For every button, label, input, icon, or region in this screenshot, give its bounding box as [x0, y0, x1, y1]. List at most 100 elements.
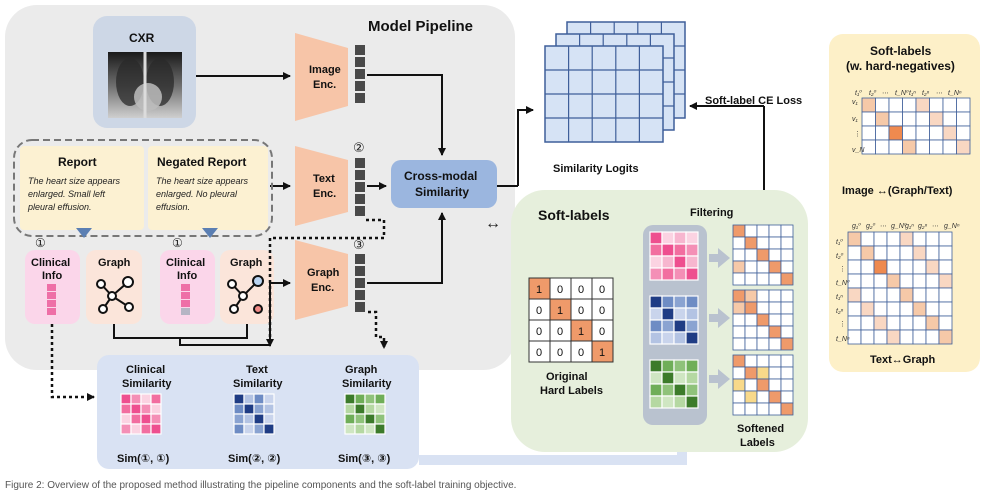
right-bottom-cell — [899, 329, 914, 345]
hard-label-value: 0 — [578, 347, 584, 359]
filter-cell — [673, 371, 687, 385]
filter-cell — [685, 267, 699, 281]
filter-cell — [661, 267, 675, 281]
softened-cell — [768, 354, 782, 368]
right-top-cell — [861, 125, 876, 141]
softened-cell — [780, 301, 794, 315]
right-top-cell — [915, 97, 930, 113]
clinical-sim-cell — [130, 423, 142, 435]
right-top-cell — [942, 125, 957, 141]
softened-cell — [780, 248, 794, 262]
svg-text:v₁: v₁ — [852, 116, 859, 123]
svg-text:t₂⁰: t₂⁰ — [869, 89, 877, 97]
hard-label-value: 1 — [578, 326, 584, 338]
hard-label-value: 0 — [557, 284, 563, 296]
right-top-cell — [956, 111, 971, 127]
text-sim-cell — [253, 403, 265, 415]
right-bottom-cell — [912, 273, 927, 289]
svg-text:Similarity: Similarity — [122, 378, 172, 390]
softened-cell — [732, 301, 746, 315]
svg-text:Info: Info — [42, 270, 62, 282]
report-down-arrows — [76, 228, 218, 238]
right-bottom-cell — [912, 287, 927, 303]
svg-text:Sim(①, ①): Sim(①, ①) — [117, 453, 170, 465]
right-bottom-cell — [925, 259, 940, 275]
filter-cell — [673, 243, 687, 257]
right-bottom-cell — [912, 245, 927, 261]
right-bottom-cell — [847, 287, 862, 303]
text-sim-cell — [253, 393, 265, 405]
svg-text:⋯: ⋯ — [932, 223, 939, 230]
text-sim-cell — [243, 413, 255, 425]
right-bottom-cell — [938, 287, 953, 303]
softened-cell — [768, 313, 782, 327]
filter-cell — [673, 395, 687, 409]
svg-text:Info: Info — [177, 270, 197, 282]
softened-cell — [732, 402, 746, 416]
right-panel-title-line1: Soft-labels — [870, 44, 932, 58]
right-bottom-cell — [860, 301, 875, 317]
right-top-cell — [861, 97, 876, 113]
graph-sim-cell — [344, 423, 356, 435]
filter-cell — [673, 331, 687, 345]
right-bottom-cell — [873, 287, 888, 303]
softened-cell — [780, 354, 794, 368]
filter-cell — [649, 307, 663, 321]
hard-label-value: 0 — [536, 305, 542, 317]
right-bottom-cell — [899, 273, 914, 289]
right-bottom-cell — [873, 329, 888, 345]
svg-text:Clinical: Clinical — [31, 257, 70, 269]
svg-text:enlarged. Small left: enlarged. Small left — [28, 189, 106, 199]
right-bottom-cell — [938, 231, 953, 247]
svg-text:Graph: Graph — [307, 267, 340, 279]
similarity-formulas: Sim(①, ①) Sim(②, ②) Sim(③, ③) — [117, 453, 391, 465]
svg-text:Similarity: Similarity — [233, 378, 283, 390]
similarity-titles: Clinical Similarity Text Similarity Grap… — [122, 364, 392, 390]
softened-cell — [756, 390, 770, 404]
softened-cell — [768, 337, 782, 351]
graph-encoder: Graph Enc. — [295, 240, 348, 320]
hard-label-value: 0 — [599, 305, 605, 317]
right-top-cell — [915, 139, 930, 155]
svg-text:⋯: ⋯ — [936, 90, 943, 97]
clinical-sim-cell — [120, 423, 132, 435]
softened-cell — [756, 337, 770, 351]
right-bottom-cell — [886, 301, 901, 317]
right-bottom-cell — [899, 245, 914, 261]
softened-cell — [780, 272, 794, 286]
softened-cell — [768, 272, 782, 286]
graph-sim-cell — [374, 393, 386, 405]
graph-sim-cell — [374, 423, 386, 435]
filter-cell — [685, 319, 699, 333]
hard-label-value: 0 — [578, 305, 584, 317]
filter-cell — [673, 231, 687, 245]
svg-text:Image: Image — [309, 64, 341, 76]
softened-cell — [756, 236, 770, 250]
svg-text:Negated Report: Negated Report — [157, 155, 246, 169]
right-top-cell — [929, 111, 944, 127]
filter-cell — [649, 267, 663, 281]
svg-text:The heart size appears: The heart size appears — [28, 176, 121, 186]
right-top-cell — [902, 97, 917, 113]
right-top-cell — [861, 111, 876, 127]
filter-cell — [649, 383, 663, 397]
clinical-sim-cell — [140, 423, 152, 435]
softened-cell — [732, 272, 746, 286]
graph-sim-cell — [364, 403, 376, 415]
softened-cell — [768, 366, 782, 380]
right-bottom-cell — [847, 231, 862, 247]
text-embedding-stack — [355, 158, 365, 216]
right-bottom-cell — [925, 287, 940, 303]
filter-cell — [685, 395, 699, 409]
right-top-cell — [902, 125, 917, 141]
clinical-sim-cell — [150, 403, 162, 415]
right-bottom-cell — [873, 259, 888, 275]
softened-cell — [768, 224, 782, 238]
filter-cell — [649, 371, 663, 385]
filter-cell — [673, 319, 687, 333]
svg-text:⋮: ⋮ — [839, 321, 846, 328]
softened-labels-line1: Softened — [737, 423, 784, 435]
graph-sim-cell — [354, 393, 366, 405]
right-bottom-cell — [847, 301, 862, 317]
